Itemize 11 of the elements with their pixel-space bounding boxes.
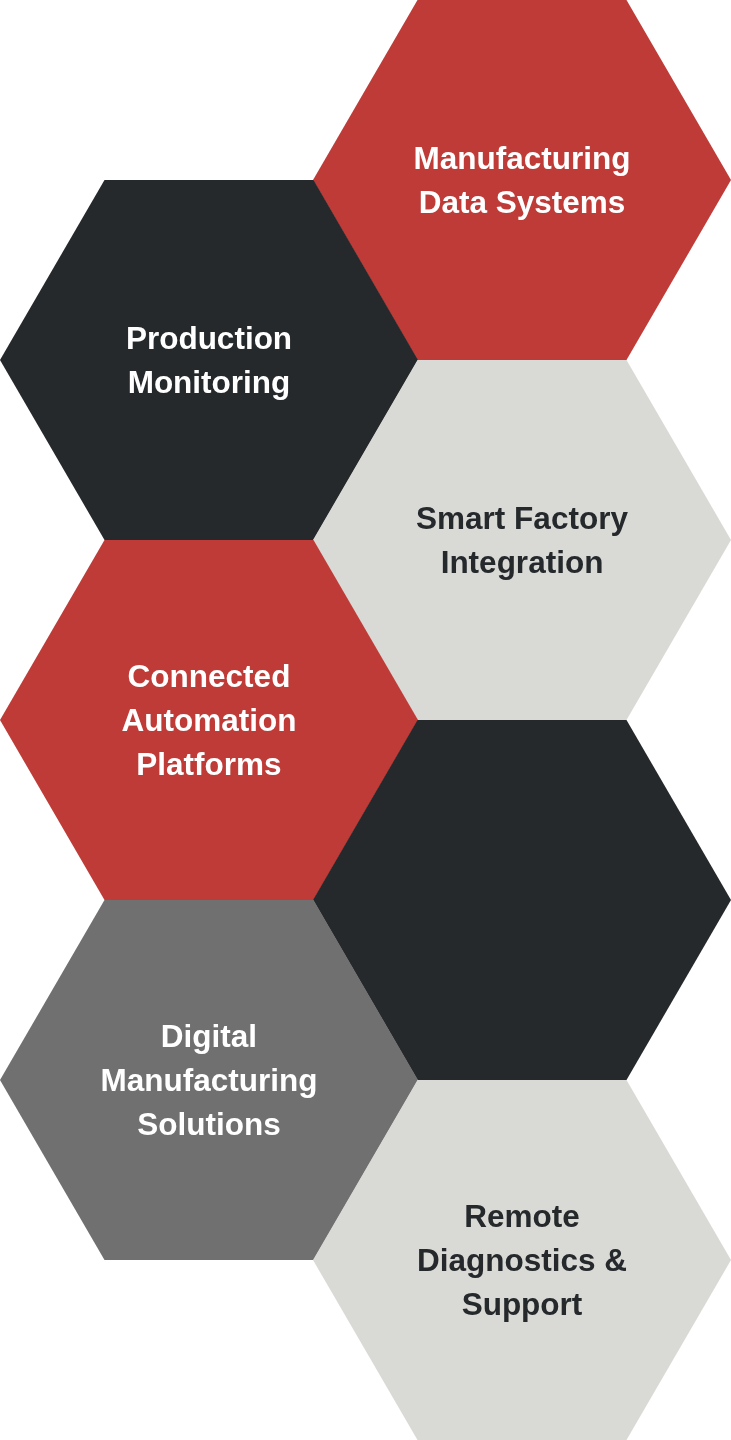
tile-label: Remote Diagnostics & Support [415, 1197, 628, 1324]
tile-label: Smart Factory Integration [415, 499, 629, 582]
hexagon-tile [313, 360, 731, 720]
hexagon-tile [0, 540, 418, 900]
hexagon-tile [313, 0, 731, 360]
tile-label: Digital Manufacturing Solutions [99, 1017, 319, 1144]
hexagon-tile [0, 180, 418, 540]
tile-label: Production Monitoring [124, 319, 294, 402]
tile-label: Manufacturing Data Systems [412, 139, 632, 222]
tile-label: Connected Automation Platforms [120, 657, 298, 784]
hexagon-tile [0, 900, 418, 1260]
